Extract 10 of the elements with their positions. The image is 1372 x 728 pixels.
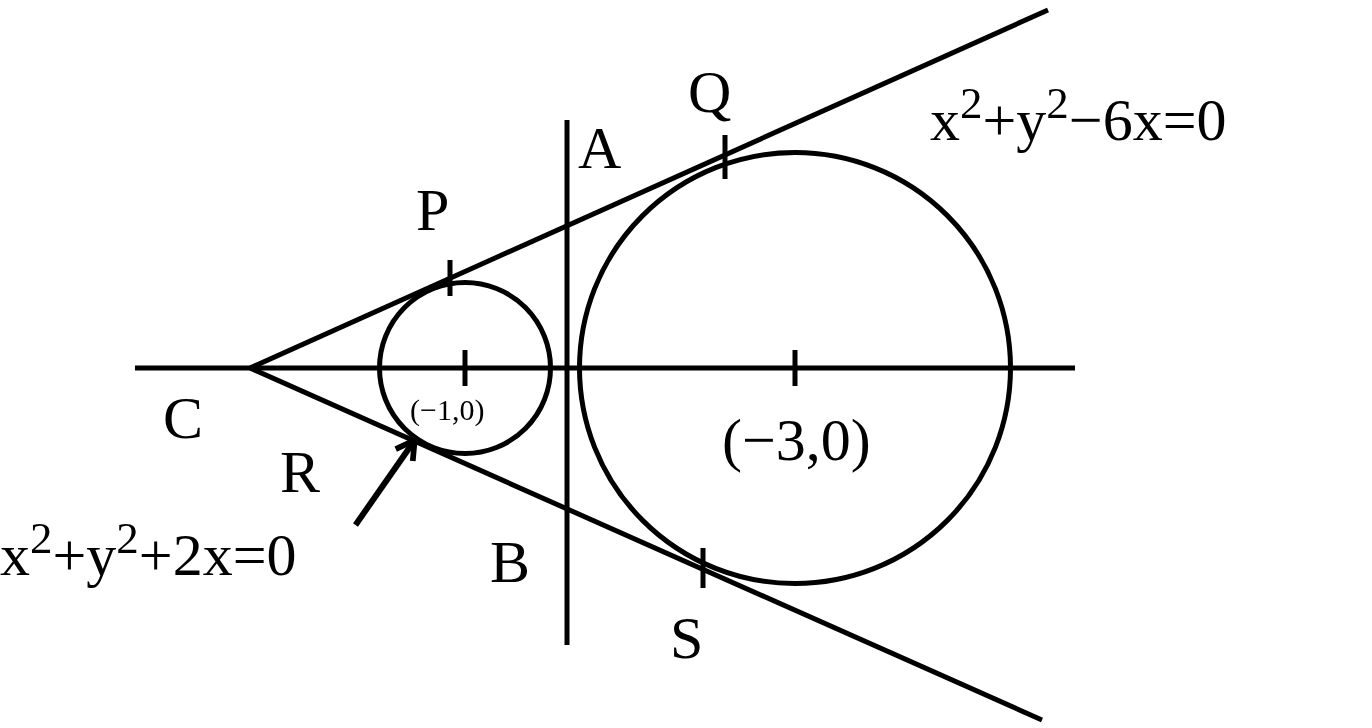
text-label: R: [280, 442, 321, 502]
text-label: C: [163, 388, 204, 448]
text-label: A: [578, 118, 622, 178]
text-label: S: [670, 608, 704, 668]
equation-label: x$^{2}$+y$^{2}$+2x=0: [0, 525, 450, 595]
text-label: P: [416, 180, 450, 240]
text-label: B: [490, 532, 531, 592]
text-label: (−1,0): [410, 395, 485, 425]
leader-arrow: [353, 437, 418, 527]
text-label: Q: [688, 62, 732, 122]
